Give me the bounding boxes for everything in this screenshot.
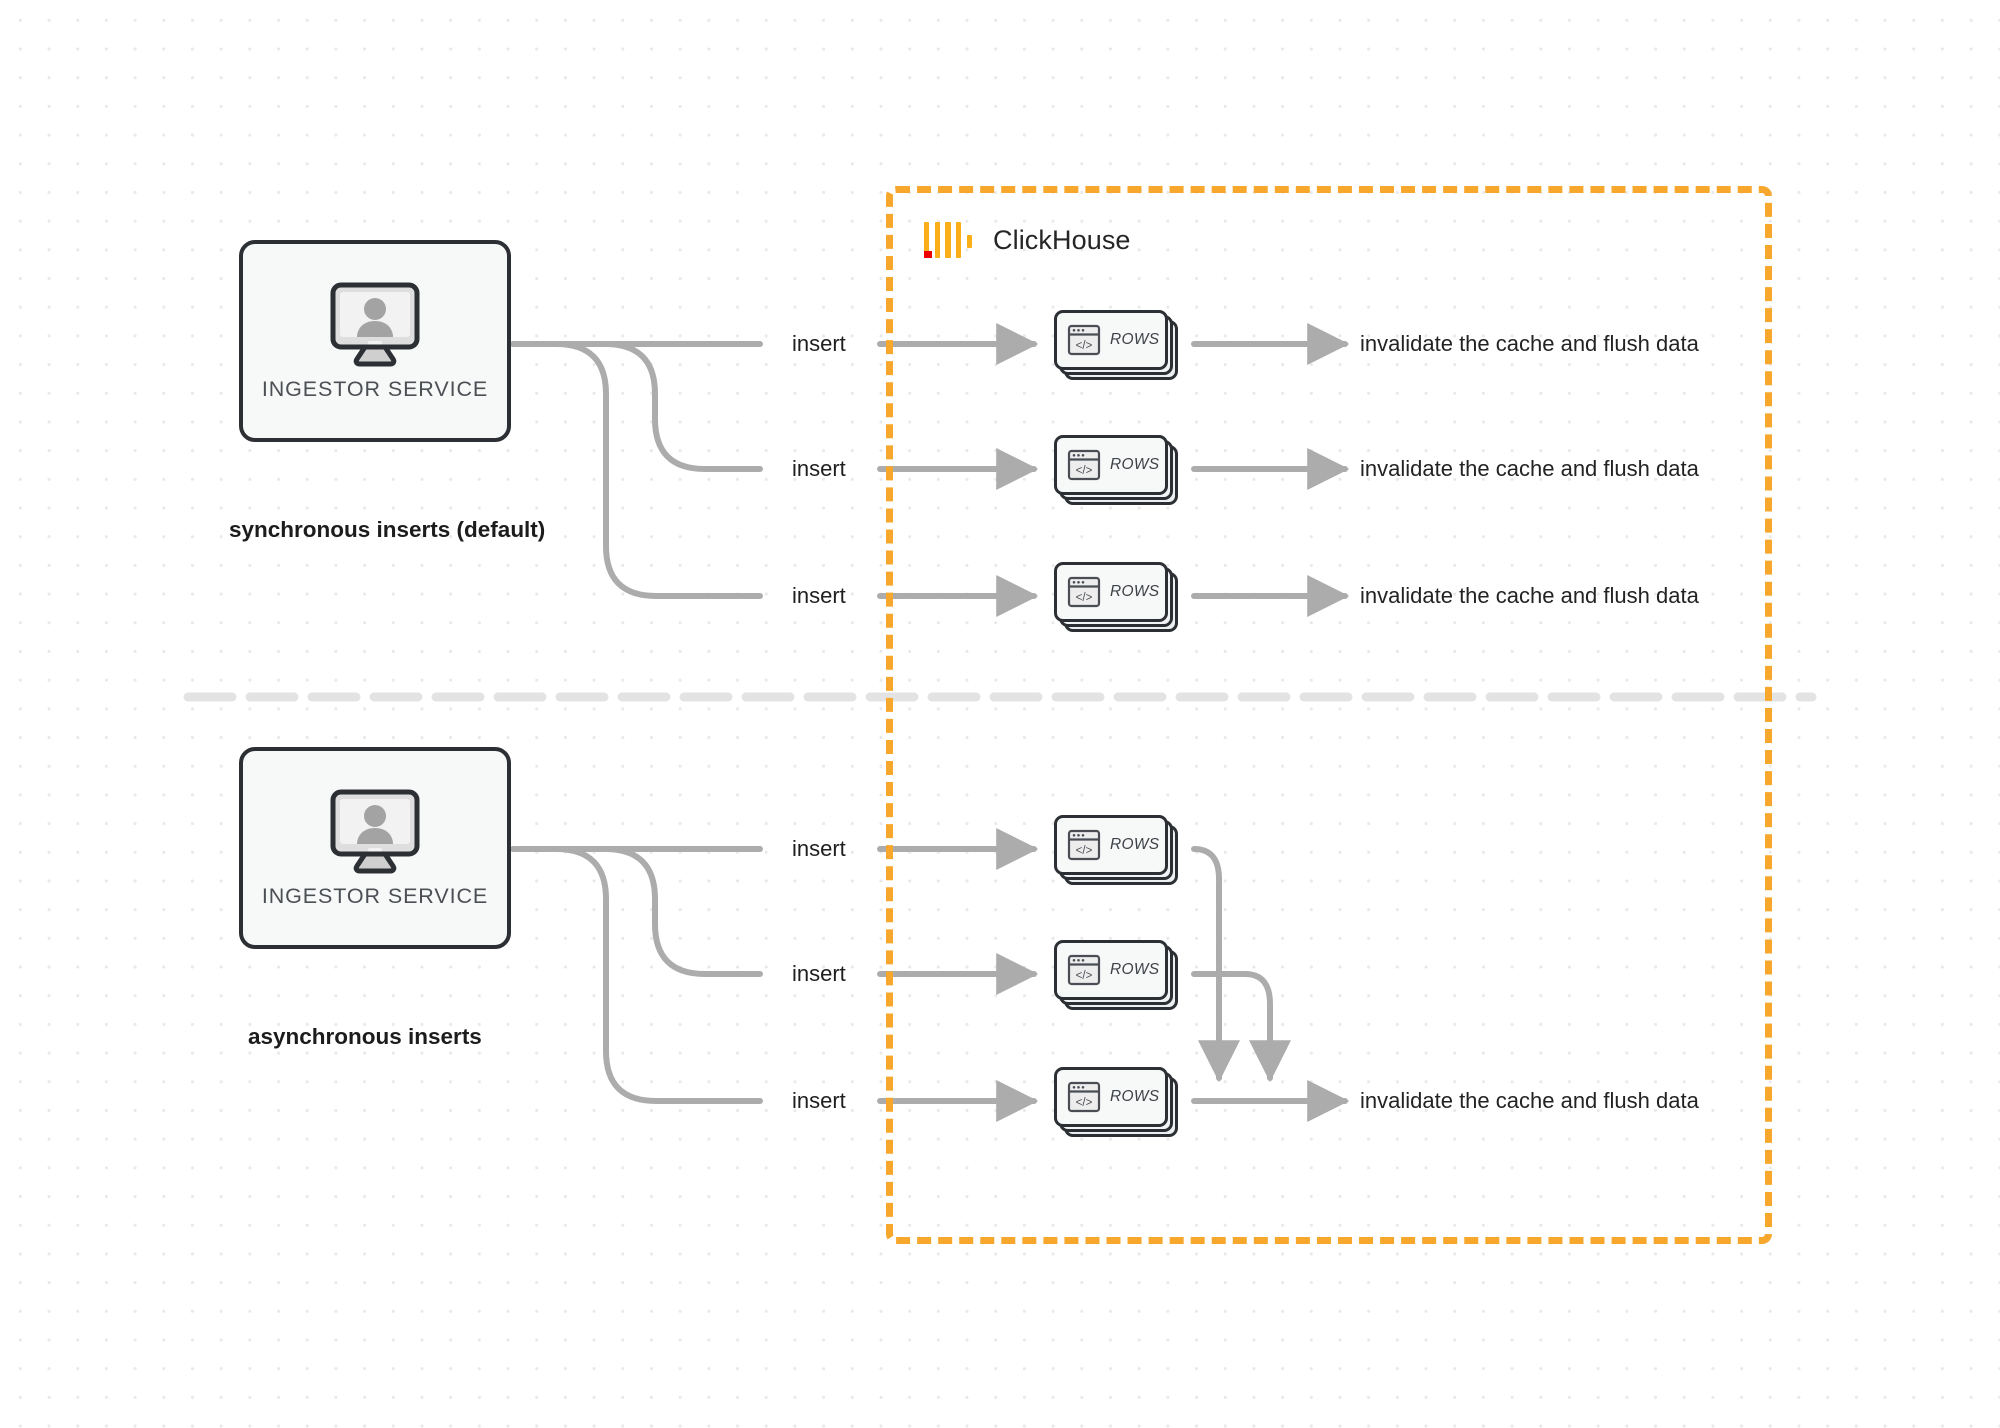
ingestor-service-sync[interactable]: INGESTOR SERVICE bbox=[239, 240, 511, 442]
caption-synchronous: synchronous inserts (default) bbox=[229, 517, 546, 542]
svg-text:</>: </> bbox=[1076, 340, 1093, 352]
ingestor-service-async[interactable]: INGESTOR SERVICE bbox=[239, 747, 511, 949]
ingestor-service-label-async: INGESTOR SERVICE bbox=[261, 883, 489, 908]
rows-card-layer-front: </> ROWS bbox=[1054, 435, 1168, 495]
result-label-sync-3: invalidate the cache and flush data bbox=[1360, 583, 1699, 608]
code-window-icon: </> bbox=[1067, 954, 1101, 986]
clickhouse-boundary bbox=[886, 186, 1772, 1244]
ingestor-service-label-sync: INGESTOR SERVICE bbox=[261, 376, 489, 401]
caption-asynchronous: asynchronous inserts bbox=[248, 1024, 482, 1049]
clickhouse-logo bbox=[924, 222, 973, 258]
svg-text:</>: </> bbox=[1076, 845, 1093, 857]
monitor-user-icon bbox=[330, 282, 420, 366]
rows-card-layer-front: </> ROWS bbox=[1054, 1067, 1168, 1127]
svg-text:</>: </> bbox=[1076, 1097, 1093, 1109]
rows-label: ROWS bbox=[1110, 836, 1160, 853]
rows-label: ROWS bbox=[1110, 456, 1160, 473]
code-window-icon: </> bbox=[1067, 829, 1101, 861]
rows-label: ROWS bbox=[1110, 583, 1160, 600]
insert-label-sync-2: insert bbox=[792, 456, 846, 481]
rows-label: ROWS bbox=[1110, 331, 1160, 348]
rows-card-async-1[interactable]: </> ROWS bbox=[1054, 815, 1178, 885]
svg-text:</>: </> bbox=[1076, 970, 1093, 982]
svg-text:</>: </> bbox=[1076, 465, 1093, 477]
svg-text:</>: </> bbox=[1076, 592, 1093, 604]
rows-card-sync-1[interactable]: </> ROWS bbox=[1054, 310, 1178, 380]
rows-card-async-2[interactable]: </> ROWS bbox=[1054, 940, 1178, 1010]
rows-card-sync-3[interactable]: </> ROWS bbox=[1054, 562, 1178, 632]
rows-label: ROWS bbox=[1110, 961, 1160, 978]
rows-card-async-3[interactable]: </> ROWS bbox=[1054, 1067, 1178, 1137]
rows-card-layer-front: </> ROWS bbox=[1054, 815, 1168, 875]
result-label-sync-1: invalidate the cache and flush data bbox=[1360, 331, 1699, 356]
rows-card-layer-front: </> ROWS bbox=[1054, 562, 1168, 622]
result-label-async-merged: invalidate the cache and flush data bbox=[1360, 1088, 1699, 1113]
clickhouse-label: ClickHouse bbox=[993, 224, 1131, 255]
result-label-sync-2: invalidate the cache and flush data bbox=[1360, 456, 1699, 481]
insert-label-sync-1: insert bbox=[792, 331, 846, 356]
code-window-icon: </> bbox=[1067, 1081, 1101, 1113]
code-window-icon: </> bbox=[1067, 449, 1101, 481]
rows-card-sync-2[interactable]: </> ROWS bbox=[1054, 435, 1178, 505]
insert-label-async-2: insert bbox=[792, 961, 846, 986]
monitor-user-icon bbox=[330, 789, 420, 873]
insert-label-sync-3: insert bbox=[792, 583, 846, 608]
code-window-icon: </> bbox=[1067, 576, 1101, 608]
insert-label-async-1: insert bbox=[792, 836, 846, 861]
rows-card-layer-front: </> ROWS bbox=[1054, 310, 1168, 370]
code-window-icon: </> bbox=[1067, 324, 1101, 356]
rows-label: ROWS bbox=[1110, 1088, 1160, 1105]
rows-card-layer-front: </> ROWS bbox=[1054, 940, 1168, 1000]
insert-label-async-3: insert bbox=[792, 1088, 846, 1113]
clickhouse-brand: ClickHouse bbox=[924, 218, 1131, 262]
